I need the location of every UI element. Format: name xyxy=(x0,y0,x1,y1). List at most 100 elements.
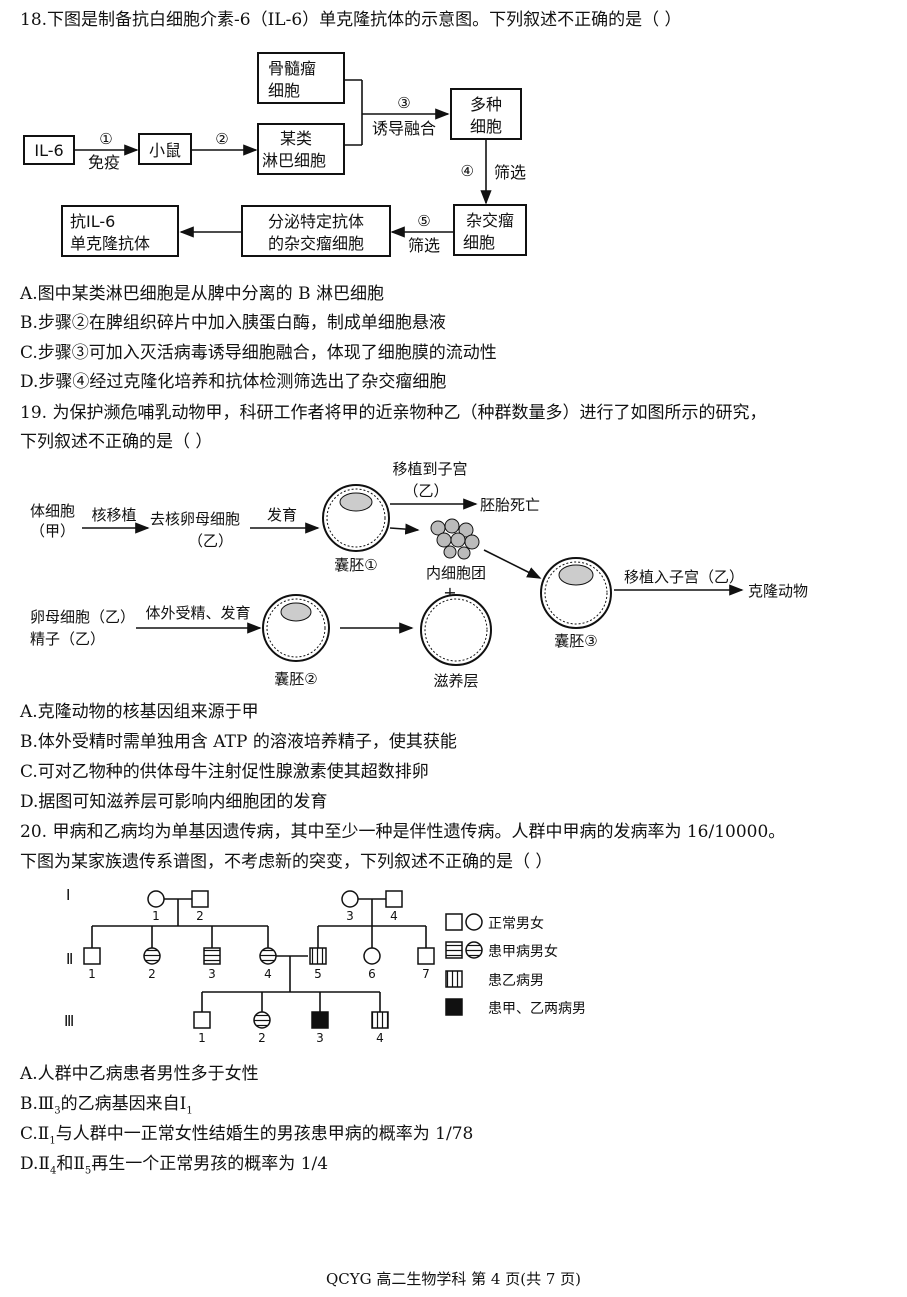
q19-option-d: D.据图可知滋养层可影响内细胞团的发育 xyxy=(20,792,328,812)
q20-option-d: D.Ⅱ4和Ⅱ5再生一个正常男孩的概率为 1/4 xyxy=(20,1154,329,1177)
transplant-label-1: 移植到子宫 xyxy=(392,460,467,478)
q18-option-d: D.步骤④经过克隆化培养和抗体检测筛选出了杂交瘤细胞 xyxy=(20,372,447,392)
secrete-label-1: 分泌特定抗体 xyxy=(268,212,364,231)
icm-shape xyxy=(430,518,480,560)
i1-female xyxy=(147,890,165,908)
q18-stem: 18.下图是制备抗白细胞介素-6（IL-6）单克隆抗体的示意图。下列叙述不正确的… xyxy=(20,10,682,30)
ii5-number: 5 xyxy=(314,967,322,981)
legend-normal-female xyxy=(465,913,483,931)
q18-option-a: A.图中某类淋巴细胞是从脾中分离的 B 淋巴细胞 xyxy=(20,284,384,304)
trophoblast-label: 滋养层 xyxy=(433,672,478,690)
q19-stem-line1: 19. 为保护濒危哺乳动物甲，科研工作者将甲的近亲物种乙（种群数量多）进行了如图… xyxy=(20,403,767,423)
transplant-label-2: （乙） xyxy=(403,482,448,500)
ii3-male-a xyxy=(203,947,221,965)
trophoblast-shape xyxy=(420,594,492,666)
step4-label: ④ xyxy=(461,162,474,180)
iii2-number: 2 xyxy=(258,1031,266,1045)
hybridoma-box xyxy=(453,204,527,256)
ii2-female-a xyxy=(143,947,161,965)
mouse-label: 小鼠 xyxy=(149,141,181,160)
ii7-number: 7 xyxy=(422,967,430,981)
transplant-in-label: 移植入子宫（乙） xyxy=(624,568,744,586)
lymph-label-2: 淋巴细胞 xyxy=(262,151,326,170)
i2-male xyxy=(191,890,209,908)
iii3-male-ab xyxy=(311,1011,329,1029)
legend-ab-label: 患甲、乙两病男 xyxy=(488,1001,586,1017)
somatic-label-1: 体细胞 xyxy=(30,502,75,520)
legend-a-male xyxy=(445,941,463,959)
iii4-number: 4 xyxy=(376,1031,384,1045)
q19-stem-line2: 下列叙述不正确的是（ ） xyxy=(20,432,213,452)
i4-number: 4 xyxy=(390,909,398,923)
hybrid-label-1: 杂交瘤 xyxy=(466,211,514,230)
q20-pedigree: Ⅰ Ⅱ Ⅲ 1 2 3 4 1 2 3 4 5 6 7 1 2 3 4 xyxy=(64,886,586,1045)
q19-diagram: 体细胞 （甲） 核移植 去核卵母细胞 （乙） 发育 囊胚① 移植到子宫 （乙） … xyxy=(30,460,808,690)
ii7-male xyxy=(417,947,435,965)
ii6-number: 6 xyxy=(368,967,376,981)
anti-label-1: 抗IL-6 xyxy=(70,212,115,231)
ii3-number: 3 xyxy=(208,967,216,981)
legend-normal-male xyxy=(445,913,463,931)
gen2-label: Ⅱ xyxy=(66,950,73,968)
ii1-male xyxy=(83,947,101,965)
ii4-number: 4 xyxy=(264,967,272,981)
iii4-male-b xyxy=(371,1011,389,1029)
legend-ab-male xyxy=(445,998,463,1016)
myeloma-label-1: 骨髓瘤 xyxy=(268,59,316,78)
ii1-number: 1 xyxy=(88,967,96,981)
i2-number: 2 xyxy=(196,909,204,923)
icm-label: 内细胞团 xyxy=(426,564,486,582)
mouse-box xyxy=(138,133,192,165)
q19-option-a: A.克隆动物的核基因组来源于甲 xyxy=(20,702,259,722)
multi-label-2: 细胞 xyxy=(470,117,502,136)
q20-stem-line2: 下图为某家族遗传系谱图，不考虑新的突变，下列叙述不正确的是（ ） xyxy=(20,852,553,872)
step3-label: ③ xyxy=(397,94,410,112)
induce-fusion-label: 诱导融合 xyxy=(372,119,436,138)
legend-b-label: 患乙病男 xyxy=(488,973,544,989)
enucleated-label-1: 去核卵母细胞 xyxy=(150,510,240,528)
page-footer: QCYG 高二生物学科 第 4 页(共 7 页) xyxy=(325,1270,582,1288)
ivf-label: 体外受精、发育 xyxy=(145,604,250,622)
q18-diagram: IL-6 ① 免疫 小鼠 ② 骨髓瘤 细胞 某类 淋巴细胞 ③ 诱导融合 多种 … xyxy=(23,52,527,257)
multi-cells-box xyxy=(450,88,522,140)
q20-option-a: A.人群中乙病患者男性多于女性 xyxy=(20,1064,259,1084)
ii4-female-a xyxy=(259,947,277,965)
blastocyst2-shape xyxy=(262,594,330,662)
q19-option-c: C.可对乙物种的供体母牛注射促性腺激素使其超数排卵 xyxy=(20,762,429,782)
screen5-label: 筛选 xyxy=(408,236,440,255)
legend-a-female xyxy=(465,941,483,959)
q20-stem-line1: 20. 甲病和乙病均为单基因遗传病，其中至少一种是伴性遗传病。人群中甲病的发病率… xyxy=(20,822,786,842)
iii2-female-a xyxy=(253,1011,271,1029)
q20-option-b: B.Ⅲ3的乙病基因来自Ⅰ1 xyxy=(20,1094,193,1117)
lymph-label-1: 某类 xyxy=(280,129,312,148)
oocyte-label-2: 精子（乙） xyxy=(30,630,105,648)
i4-male xyxy=(385,890,403,908)
step1-label: ① xyxy=(99,130,112,148)
blastocyst3-label: 囊胚③ xyxy=(554,632,597,650)
q18-option-c: C.步骤③可加入灭活病毒诱导细胞融合，体现了细胞膜的流动性 xyxy=(20,343,497,363)
iii3-number: 3 xyxy=(316,1031,324,1045)
enucleated-label-2: （乙） xyxy=(188,532,233,550)
il6-box xyxy=(23,135,75,165)
i1-number: 1 xyxy=(152,909,160,923)
anti-label-2: 单克隆抗体 xyxy=(70,234,150,253)
secrete-label-2: 的杂交瘤细胞 xyxy=(268,234,364,253)
q19-option-b: B.体外受精时需单独用含 ATP 的溶液培养精子，使其获能 xyxy=(20,732,457,752)
iii1-male xyxy=(193,1011,211,1029)
lymph-box xyxy=(257,123,345,175)
multi-label-1: 多种 xyxy=(470,95,502,114)
blastocyst2-label: 囊胚② xyxy=(274,670,317,688)
i3-female xyxy=(341,890,359,908)
legend-normal-label: 正常男女 xyxy=(488,915,544,932)
embryo-death-label: 胚胎死亡 xyxy=(480,496,540,514)
step5-label: ⑤ xyxy=(417,212,430,230)
myeloma-box xyxy=(257,52,345,104)
step2-label: ② xyxy=(215,130,228,148)
blastocyst1-shape xyxy=(322,484,390,552)
iii1-number: 1 xyxy=(198,1031,206,1045)
q18-option-b: B.步骤②在脾组织碎片中加入胰蛋白酶，制成单细胞悬液 xyxy=(20,313,446,333)
screen4-label: 筛选 xyxy=(494,163,526,182)
hybrid-label-2: 细胞 xyxy=(463,233,495,252)
il6-label: IL-6 xyxy=(34,141,63,160)
somatic-label-2: （甲） xyxy=(30,522,75,540)
